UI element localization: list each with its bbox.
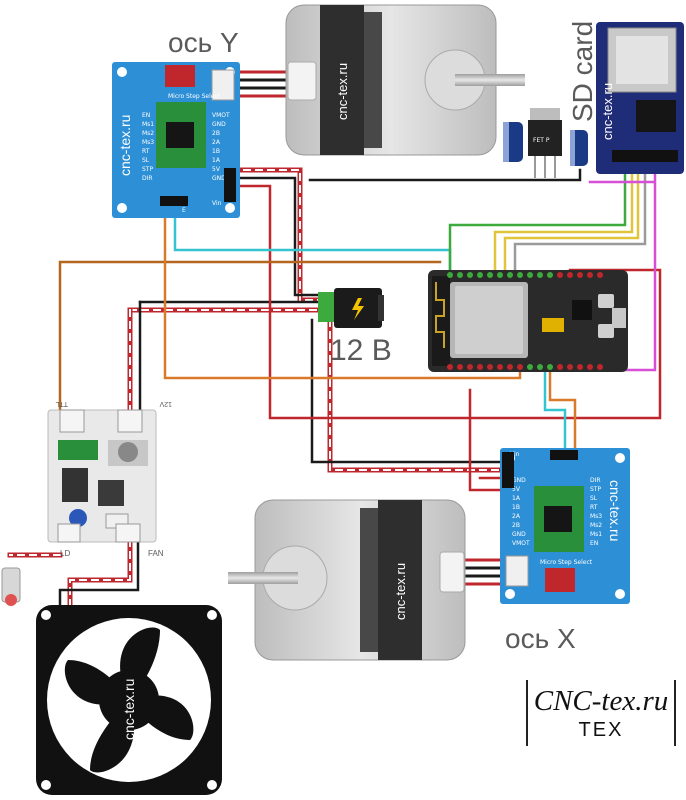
svg-text:VMOT: VMOT [212, 112, 230, 119]
site-logo: CNC-tex.ru TEX [526, 680, 676, 746]
driver-board-x: cnc-tex.ru DIR STP SL RT Ms3 Ms2 Ms1 EN … [500, 448, 630, 604]
svg-text:GND: GND [512, 531, 526, 538]
wires [7, 70, 662, 608]
svg-text:RT: RT [142, 148, 150, 155]
svg-text:DIR: DIR [590, 477, 601, 484]
esp32-board [428, 270, 628, 372]
signal-red-wires [230, 184, 662, 492]
driver-y-microstep-label: Micro Step Select [168, 93, 221, 100]
svg-text:Ms1: Ms1 [590, 531, 602, 538]
driver-x-pins-left: DIR STP SL RT Ms3 Ms2 Ms1 EN [590, 477, 602, 547]
laser-ttl-label: TTL [55, 400, 68, 407]
laser-diode [1, 567, 21, 606]
svg-text:EN: EN [142, 112, 150, 119]
svg-text:GND: GND [512, 477, 526, 484]
svg-text:VMOT: VMOT [512, 540, 530, 547]
axis-x-label: ось X [505, 623, 576, 654]
svg-text:GND: GND [212, 121, 226, 128]
voltage-regulator: FET P [528, 108, 562, 178]
svg-text:DIR: DIR [142, 175, 153, 182]
laser-driver-module [47, 409, 157, 543]
logo-sub-text: TEX [578, 719, 624, 741]
svg-text:2B: 2B [512, 522, 520, 529]
brown-wire [58, 260, 442, 412]
driver-y-vin-label: Vin [212, 200, 222, 207]
driver-x-pins-right: GND 5V 1A 1B 2A 2B GND VMOT [512, 477, 530, 547]
capacitor-1 [503, 122, 523, 162]
svg-text:GND: GND [212, 175, 226, 182]
fan-brand: cnc-tex.ru [121, 679, 137, 740]
stepper-motor-x: cnc-tex.ru [228, 499, 466, 661]
svg-text:Ms3: Ms3 [142, 139, 154, 146]
grey-wire [513, 168, 647, 277]
stepper-motor-y: cnc-tex.ru [285, 4, 525, 156]
esp32-pins-top [447, 272, 603, 278]
esp32-antenna [435, 282, 445, 348]
motor-x-brand: cnc-tex.ru [393, 563, 408, 620]
dc-power-jack [318, 288, 384, 328]
driver-y-e-label: E [182, 207, 186, 214]
capacitor-2 [570, 130, 588, 166]
esp32-pins-bottom [447, 364, 603, 370]
laser-12v-label: 12V [159, 400, 172, 407]
axis-y-label: ось Y [168, 27, 239, 58]
driver-x-microstep-label: Micro Step Select [540, 559, 593, 566]
svg-text:STP: STP [142, 166, 153, 173]
svg-text:1A: 1A [212, 157, 221, 164]
green-wire [448, 168, 627, 277]
svg-text:1B: 1B [212, 148, 220, 155]
power-bus-black [58, 168, 582, 607]
svg-text:2A: 2A [212, 139, 221, 146]
driver-y-pins-left: EN Ms1 Ms2 Ms3 RT SL STP DIR [142, 112, 154, 182]
svg-text:1B: 1B [512, 504, 520, 511]
motor-y-brand: cnc-tex.ru [335, 63, 350, 120]
driver-y-brand: cnc-tex.ru [117, 115, 133, 176]
svg-text:SL: SL [142, 157, 150, 164]
svg-text:STP: STP [590, 486, 601, 493]
power-label: 12 В [330, 334, 392, 367]
laser-ld-label: LD [60, 549, 70, 558]
svg-text:2B: 2B [212, 130, 220, 137]
yellow-wire-2 [503, 168, 640, 277]
yellow-wire [493, 168, 634, 277]
power-bus-red [7, 167, 503, 608]
logo-main-text: CNC-tex.ru [533, 685, 669, 717]
svg-text:Ms3: Ms3 [590, 513, 602, 520]
driver-board-y: cnc-tex.ru EN Ms1 Ms2 Ms3 RT SL STP DIR … [112, 62, 240, 218]
svg-text:SL: SL [590, 495, 598, 502]
laser-fan-label: FAN [148, 549, 164, 558]
sd-card-module: cnc-tex.ru [596, 22, 684, 174]
svg-text:1A: 1A [512, 495, 521, 502]
sd-brand: cnc-tex.ru [600, 83, 615, 140]
svg-text:RT: RT [590, 504, 598, 511]
driver-x-brand: cnc-tex.ru [607, 480, 623, 541]
sd-card-label: SD card [567, 21, 598, 122]
x-motor-wires [458, 558, 502, 586]
driver-y-pins-right: VMOT GND 2B 2A 1B 1A 5V GND [212, 112, 230, 182]
svg-text:Ms1: Ms1 [142, 121, 154, 128]
svg-text:5V: 5V [512, 486, 521, 493]
svg-text:EN: EN [590, 540, 598, 547]
svg-text:2A: 2A [512, 513, 521, 520]
y-motor-wires [230, 70, 292, 98]
cooling-fan: cnc-tex.ru [36, 605, 222, 795]
svg-text:Ms2: Ms2 [142, 130, 154, 137]
svg-text:FET P: FET P [533, 137, 550, 144]
svg-text:Ms2: Ms2 [590, 522, 602, 529]
driver-x-vin-label: Vin [510, 451, 520, 458]
svg-text:5V: 5V [212, 166, 221, 173]
